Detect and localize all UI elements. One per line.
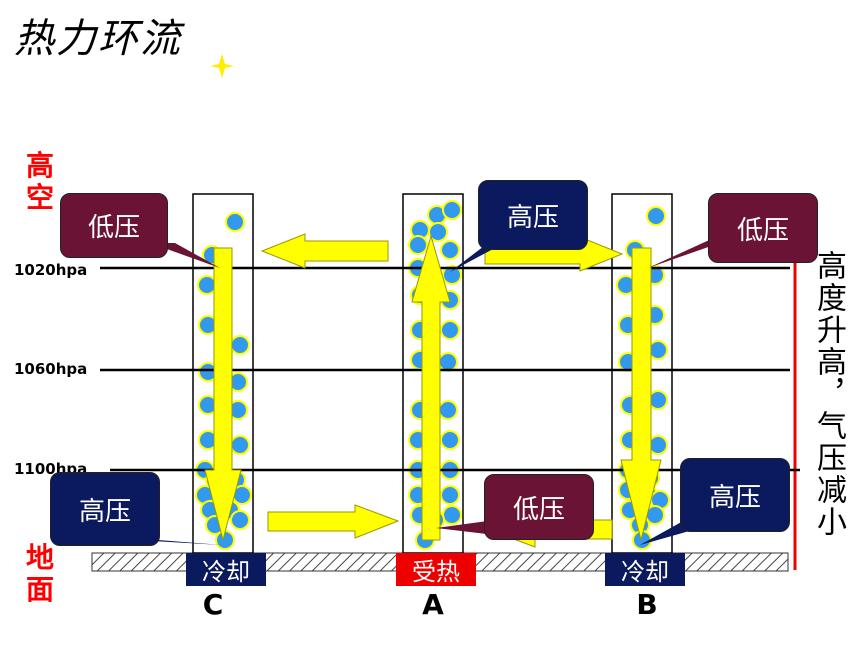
upper-flow-arrow-a-to-c (260, 233, 389, 269)
air-particle (442, 265, 462, 285)
air-particle (438, 400, 458, 420)
sparkle-icon (210, 54, 234, 78)
air-particle (440, 430, 460, 450)
point-label-c: C (202, 588, 224, 621)
ground-label-c: 冷却 (186, 553, 266, 586)
point-label-a: A (422, 588, 444, 621)
air-particle (440, 240, 460, 260)
point-label-b: B (636, 588, 658, 621)
air-particle (428, 222, 448, 242)
air-particle (648, 390, 668, 410)
air-particle (438, 352, 458, 372)
callout-b-top: 低压 (708, 193, 818, 263)
diagram-title: 热力环流 (14, 16, 182, 62)
air-particle (408, 235, 428, 255)
sinking-air-arrow-b (620, 247, 662, 541)
air-particle (230, 435, 250, 455)
callout-c-top: 低压 (60, 193, 168, 258)
surface-flow-arrow-c-to-a (267, 504, 400, 539)
air-particle (230, 510, 250, 530)
air-particle (648, 340, 668, 360)
air-particle (197, 275, 217, 295)
air-particle (440, 485, 460, 505)
callout-c-bottom: 高压 (50, 472, 160, 546)
ground-label-a: 受热 (396, 553, 476, 586)
air-particle (646, 206, 666, 226)
callout-a-bottom: 低压 (484, 474, 594, 540)
air-particle (648, 435, 668, 455)
callout-a-top: 高压 (478, 180, 588, 250)
callout-pointer-a-bottom (436, 520, 495, 535)
isobar-label-1060: 1060hpa (14, 360, 88, 378)
sinking-air-arrow-c (204, 247, 242, 541)
label-ground-level: 地面 (25, 541, 54, 606)
air-particle (440, 320, 460, 340)
air-particle (442, 200, 462, 220)
altitude-pressure-note: 高度升高，气压减小 (811, 250, 846, 538)
air-particle (442, 505, 462, 525)
label-high-altitude: 高空 (25, 149, 54, 214)
air-particle (225, 212, 245, 232)
isobar-label-1020: 1020hpa (14, 261, 88, 279)
ground-label-b: 冷却 (605, 553, 685, 586)
callout-b-bottom: 高压 (680, 458, 790, 532)
air-particle (230, 335, 250, 355)
rising-air-arrow-a (411, 234, 451, 541)
